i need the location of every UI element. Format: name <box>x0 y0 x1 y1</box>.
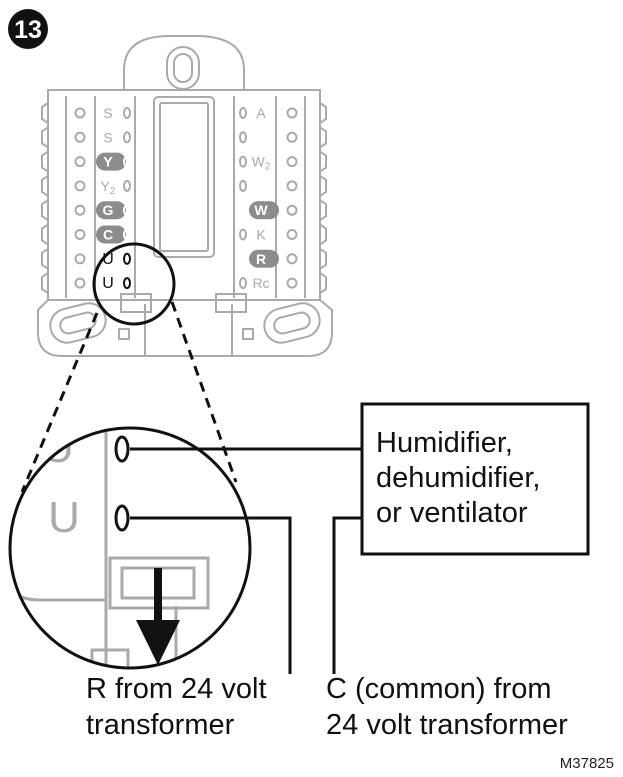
right-screw-hole <box>286 277 298 289</box>
right-screw-hole <box>286 229 298 240</box>
left-terminal-label: C <box>103 227 113 243</box>
label-c-line-2: 24 volt transformer <box>326 709 568 741</box>
right-screw-hole <box>286 131 298 143</box>
right-terminal-label: R <box>256 251 266 267</box>
step-badge: 13 <box>8 9 48 49</box>
right-terminal-label: W <box>254 202 268 218</box>
left-wire-hole <box>123 155 131 168</box>
zoom-line-right <box>170 301 238 483</box>
left-terminal-highlight <box>96 201 126 220</box>
left-terminal-label: S <box>103 129 112 145</box>
right-screw-hole <box>286 156 298 168</box>
device-label-line-3: or ventilator <box>376 497 528 529</box>
right-screw-hole <box>286 107 298 119</box>
left-terminal-label: U <box>102 275 114 292</box>
zoom-terminal-hole-1 <box>114 435 130 463</box>
label-r-line-2: transformer <box>86 709 235 741</box>
left-screw-hole <box>74 180 86 192</box>
zoom-terminal-hole-2 <box>114 504 130 532</box>
left-terminal-highlight <box>96 152 126 171</box>
left-terminal-label: G <box>103 202 114 218</box>
right-terminal-label: W2 <box>252 154 271 173</box>
right-terminal-highlight <box>249 201 279 220</box>
left-wire-hole <box>123 228 131 241</box>
left-wire-hole <box>123 277 131 290</box>
right-wire-hole <box>239 204 247 217</box>
zoom-terminal-label-bottom: U <box>48 493 80 542</box>
left-terminal-label: Y2 <box>101 178 116 197</box>
wallplate <box>37 35 333 357</box>
right-edge-ridges <box>319 102 327 294</box>
left-edge-ridges <box>41 102 49 294</box>
label-c-line-1: C (common) from <box>326 673 552 705</box>
step-number: 13 <box>14 16 42 44</box>
device-box <box>360 402 590 556</box>
left-terminal-label: Y <box>103 154 113 170</box>
left-terminal-highlight <box>96 225 126 244</box>
left-screw-hole <box>74 107 86 119</box>
left-screw-hole <box>74 229 86 240</box>
left-screw-hole <box>74 253 86 265</box>
left-screw-hole <box>74 277 86 289</box>
magnifier-small-circle <box>92 242 176 326</box>
left-wire-hole <box>123 252 131 265</box>
right-wire-hole <box>239 107 247 119</box>
label-r-line-1: R from 24 volt <box>86 673 267 705</box>
right-wire-hole <box>239 252 247 265</box>
left-screw-hole <box>74 204 86 216</box>
right-wire-hole <box>239 179 247 192</box>
left-wire-hole <box>123 131 131 144</box>
right-wire-hole <box>239 228 247 241</box>
device-label-line-1: Humidifier, <box>376 427 513 459</box>
right-wire-hole <box>239 277 247 290</box>
right-wire-hole <box>239 155 247 168</box>
right-terminal-label: Rc <box>252 275 269 291</box>
wire-r <box>130 516 292 674</box>
right-terminal-highlight <box>249 249 279 268</box>
right-screw-hole <box>286 180 298 192</box>
right-terminal-label: A <box>256 105 266 121</box>
left-screw-hole <box>74 156 86 168</box>
left-wire-hole <box>123 107 131 119</box>
left-wire-hole <box>123 204 131 217</box>
right-screw-hole <box>286 253 298 265</box>
zoom-line-left <box>20 312 99 493</box>
right-terminal-label: K <box>256 227 266 243</box>
magnifier-large-circle <box>8 426 252 670</box>
figure-code: M37825 <box>560 755 614 772</box>
right-screw-hole <box>286 204 298 216</box>
right-wire-hole <box>239 131 247 144</box>
wire-c <box>332 516 362 674</box>
device-label-line-2: dehumidifier, <box>376 462 540 494</box>
left-screw-hole <box>74 131 86 143</box>
left-terminal-label: S <box>103 105 112 121</box>
left-wire-hole <box>123 179 131 192</box>
left-terminal-label: U <box>102 251 114 268</box>
